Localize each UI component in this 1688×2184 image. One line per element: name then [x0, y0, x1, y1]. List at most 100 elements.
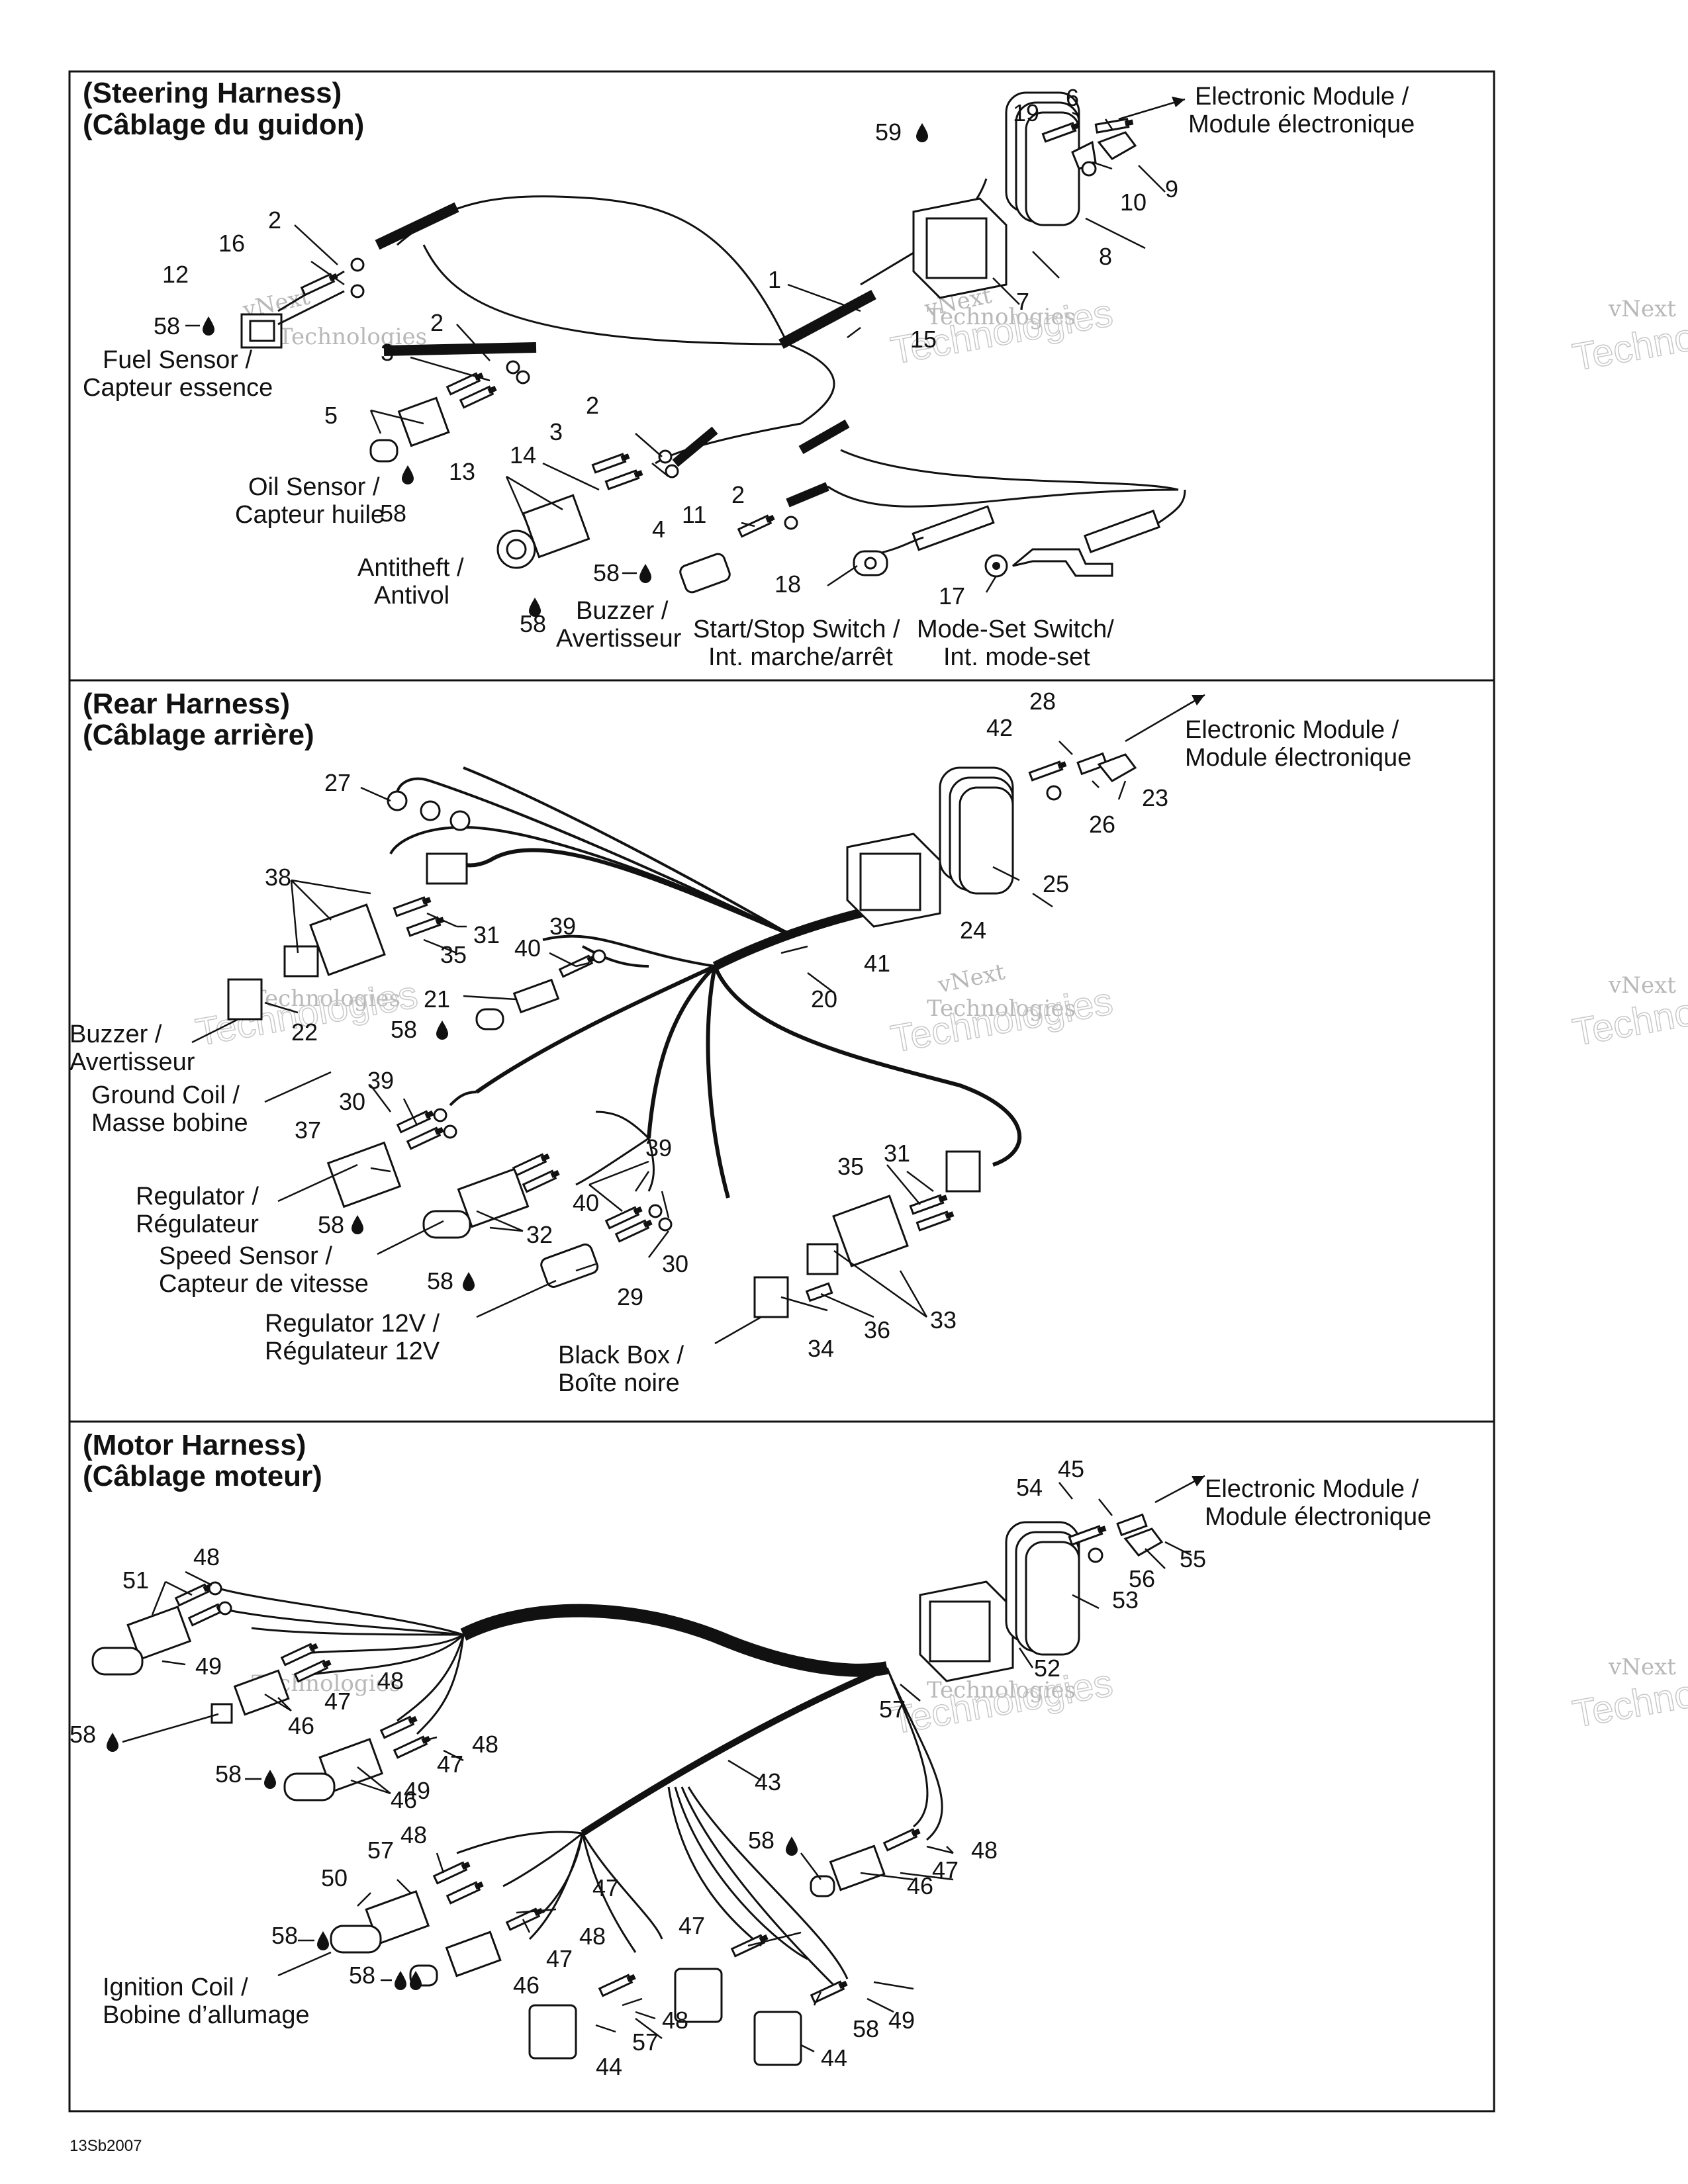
rear-harness-section: (Rear Harness) (Câblage arrière): [70, 688, 1411, 1397]
svg-text:51: 51: [122, 1567, 149, 1594]
svg-text:48: 48: [971, 1837, 998, 1864]
svg-text:32: 32: [526, 1221, 553, 1248]
svg-text:vNext: vNext: [1608, 1654, 1676, 1680]
svg-text:3: 3: [549, 418, 563, 445]
svg-text:20: 20: [811, 985, 837, 1013]
svg-text:48: 48: [377, 1667, 404, 1694]
rear-callouts: 20 21 22 23 24 25 26 27 28 29 30 30 31 3…: [265, 688, 1168, 1362]
svg-text:46: 46: [907, 1872, 933, 1899]
svg-text:Masse bobine: Masse bobine: [91, 1109, 248, 1137]
svg-text:1: 1: [768, 266, 781, 293]
svg-text:21: 21: [424, 985, 450, 1013]
svg-text:35: 35: [837, 1153, 864, 1180]
svg-text:3: 3: [381, 339, 394, 366]
svg-text:27: 27: [324, 769, 351, 796]
svg-text:Technologies: Technologies: [927, 304, 1076, 330]
svg-text:Fuel Sensor /: Fuel Sensor /: [103, 346, 252, 374]
svg-text:Electronic Module /: Electronic Module /: [1195, 83, 1409, 111]
svg-text:23: 23: [1142, 784, 1168, 811]
svg-text:Buzzer /: Buzzer /: [576, 597, 669, 625]
svg-text:Régulateur 12V: Régulateur 12V: [265, 1338, 440, 1365]
motor-harness-section: (Motor Harness) (Câblage moteur): [70, 1429, 1431, 2080]
svg-text:47: 47: [679, 1912, 705, 1939]
svg-text:Buzzer /: Buzzer /: [70, 1021, 162, 1048]
svg-text:Ignition Coil /: Ignition Coil /: [103, 1974, 248, 2001]
svg-text:58: 58: [70, 1721, 96, 1748]
svg-text:Mode-Set Switch/: Mode-Set Switch/: [917, 615, 1114, 643]
svg-text:2: 2: [586, 392, 599, 419]
svg-text:33: 33: [930, 1306, 957, 1334]
svg-text:58: 58: [318, 1211, 344, 1238]
svg-text:56: 56: [1129, 1565, 1155, 1592]
svg-text:Module électronique: Module électronique: [1188, 111, 1415, 138]
svg-text:29: 29: [617, 1283, 643, 1310]
svg-text:48: 48: [472, 1731, 498, 1758]
svg-text:36: 36: [864, 1316, 890, 1343]
svg-text:39: 39: [645, 1134, 672, 1161]
svg-text:47: 47: [546, 1945, 573, 1972]
svg-text:Antivol: Antivol: [374, 582, 449, 610]
svg-text:7: 7: [1016, 288, 1029, 315]
svg-text:14: 14: [510, 441, 536, 469]
svg-text:46: 46: [288, 1712, 314, 1739]
svg-text:Régulateur: Régulateur: [136, 1210, 259, 1238]
svg-text:31: 31: [884, 1140, 910, 1167]
svg-text:58: 58: [593, 559, 620, 586]
svg-text:47: 47: [932, 1856, 959, 1884]
svg-text:57: 57: [367, 1837, 394, 1864]
svg-text:39: 39: [367, 1067, 394, 1094]
svg-text:58: 58: [271, 1922, 298, 1949]
svg-text:Technologies: Technologies: [888, 1661, 1116, 1743]
svg-text:22: 22: [291, 1019, 318, 1046]
section-title-en: (Steering Harness): [83, 77, 342, 109]
svg-text:31: 31: [473, 921, 500, 948]
svg-text:58: 58: [853, 2015, 879, 2042]
svg-text:Avertisseur: Avertisseur: [70, 1048, 195, 1076]
svg-text:2: 2: [731, 481, 745, 508]
svg-text:Oil Sensor /: Oil Sensor /: [248, 473, 380, 501]
svg-text:37: 37: [295, 1116, 321, 1144]
svg-text:47: 47: [437, 1751, 463, 1778]
svg-text:58: 58: [349, 1962, 375, 1989]
svg-text:58: 58: [154, 312, 180, 340]
svg-text:53: 53: [1112, 1586, 1139, 1614]
svg-text:40: 40: [573, 1189, 599, 1216]
svg-text:2: 2: [268, 206, 281, 234]
svg-text:13: 13: [449, 458, 475, 485]
svg-text:35: 35: [440, 941, 467, 968]
svg-text:43: 43: [755, 1768, 781, 1796]
svg-text:Int. marche/arrêt: Int. marche/arrêt: [708, 643, 893, 671]
svg-text:Technologies: Technologies: [252, 985, 400, 1012]
svg-text:49: 49: [888, 2007, 915, 2034]
svg-text:54: 54: [1016, 1474, 1043, 1501]
svg-text:42: 42: [986, 714, 1013, 741]
svg-text:9: 9: [1165, 175, 1178, 203]
svg-text:Electronic Module /: Electronic Module /: [1185, 716, 1399, 744]
svg-text:50: 50: [321, 1864, 348, 1891]
svg-text:18: 18: [774, 570, 801, 598]
svg-text:58: 58: [391, 1016, 417, 1043]
svg-text:46: 46: [391, 1786, 417, 1813]
svg-text:vNext: vNext: [1608, 296, 1676, 322]
svg-text:45: 45: [1058, 1455, 1084, 1482]
svg-text:49: 49: [404, 1777, 430, 1804]
svg-text:Black Box /: Black Box /: [558, 1342, 684, 1369]
svg-text:58: 58: [215, 1760, 242, 1788]
svg-text:28: 28: [1029, 688, 1056, 715]
svg-text:58: 58: [380, 500, 406, 527]
svg-text:Electronic Module /: Electronic Module /: [1205, 1475, 1419, 1503]
svg-text:58: 58: [427, 1267, 453, 1295]
svg-text:25: 25: [1043, 870, 1069, 897]
svg-text:34: 34: [808, 1335, 834, 1362]
svg-text:10: 10: [1120, 189, 1147, 216]
svg-text:Technologies: Technologies: [888, 979, 1116, 1061]
svg-text:48: 48: [662, 2007, 688, 2034]
svg-text:26: 26: [1089, 811, 1115, 838]
svg-text:Boîte noire: Boîte noire: [558, 1369, 680, 1397]
section-title-en: (Rear Harness): [83, 688, 290, 720]
svg-text:5: 5: [324, 402, 338, 429]
svg-text:Capteur essence: Capteur essence: [83, 374, 273, 402]
svg-text:15: 15: [910, 326, 937, 353]
svg-text:59: 59: [875, 118, 902, 146]
